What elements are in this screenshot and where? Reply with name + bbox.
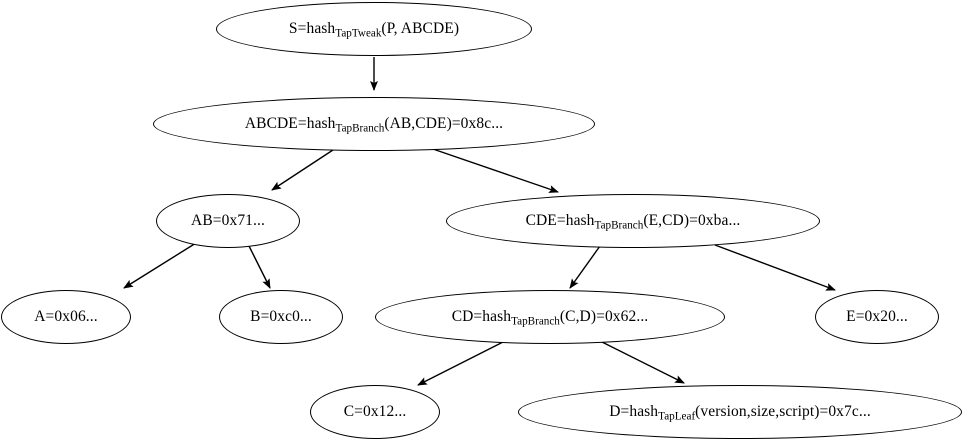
node-subscript-cde: TapBranch	[594, 219, 644, 232]
node-label-b: B=0xc0...	[250, 308, 312, 326]
node-label-a: A=0x06...	[34, 308, 98, 326]
edge-cd-to-d	[599, 340, 685, 384]
node-subscript-s: TapTweak	[335, 27, 382, 40]
node-ab[interactable]: AB=0x71...	[156, 194, 300, 248]
edge-ab-to-b	[248, 245, 271, 289]
node-cd[interactable]: CD=hashTapBranch(C,D)=0x62...	[375, 290, 725, 344]
node-abcde[interactable]: ABCDE=hashTapBranch(AB,CDE)=0x8c...	[153, 97, 595, 151]
edge-group	[123, 57, 836, 386]
edge-cde-to-e	[714, 244, 836, 291]
edge-abcde-to-cde	[429, 147, 559, 193]
edge-cd-to-c	[417, 340, 506, 386]
node-a[interactable]: A=0x06...	[1, 290, 131, 344]
node-label-d: D=hashTapLeaf(version,size,script)=0x7c.…	[609, 403, 871, 423]
node-label-e: E=0x20...	[846, 308, 908, 326]
node-label-s: S=hashTapTweak(P, ABCDE)	[288, 20, 460, 40]
node-d[interactable]: D=hashTapLeaf(version,size,script)=0x7c.…	[518, 385, 962, 439]
node-cde[interactable]: CDE=hashTapBranch(E,CD)=0xba...	[446, 194, 820, 248]
edge-ab-to-a	[123, 242, 197, 289]
node-subscript-abcde: TapBranch	[335, 122, 385, 135]
edge-cde-to-cd	[569, 245, 601, 289]
node-subscript-d: TapLeaf	[658, 410, 696, 423]
node-s[interactable]: S=hashTapTweak(P, ABCDE)	[216, 2, 532, 56]
node-e[interactable]: E=0x20...	[815, 290, 939, 344]
node-label-cde: CDE=hashTapBranch(E,CD)=0xba...	[525, 212, 741, 232]
node-b[interactable]: B=0xc0...	[219, 290, 343, 344]
edge-abcde-to-ab	[271, 147, 337, 191]
node-label-ab: AB=0x71...	[191, 212, 265, 230]
node-subscript-cd: TapBranch	[511, 315, 560, 328]
node-label-c: C=0x12...	[343, 403, 407, 421]
node-label-cd: CD=hashTapBranch(C,D)=0x62...	[451, 308, 649, 328]
node-c[interactable]: C=0x12...	[310, 385, 440, 439]
node-label-abcde: ABCDE=hashTapBranch(AB,CDE)=0x8c...	[244, 115, 504, 135]
